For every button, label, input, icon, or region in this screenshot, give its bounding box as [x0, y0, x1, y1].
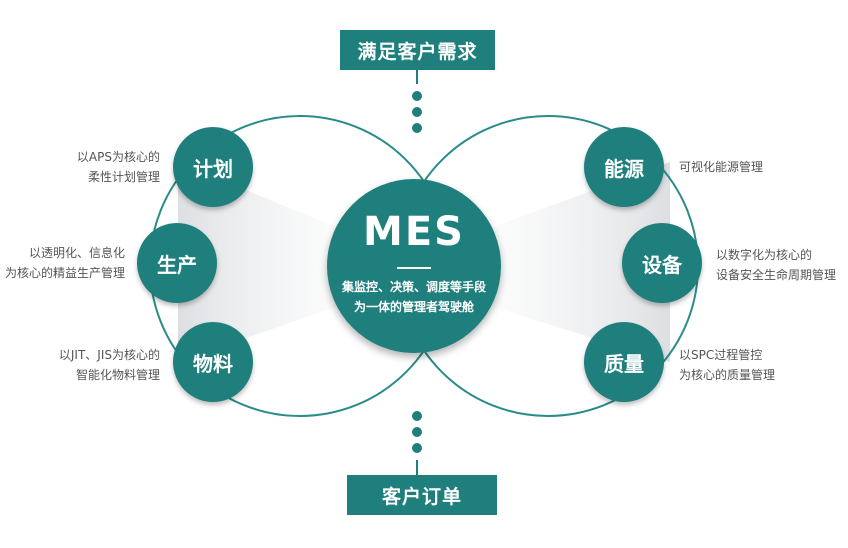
bottom-dot — [412, 443, 422, 453]
desc-production-line1: 以透明化、信息化 — [28, 246, 125, 260]
mes-description-line1: 集监控、决策、调度等手段 — [341, 280, 486, 294]
desc-quality-line1: 以SPC过程管控 — [679, 348, 763, 362]
node-production: 生产 — [137, 223, 217, 303]
mes-divider — [397, 267, 431, 269]
left-gray-wedge — [178, 162, 338, 362]
mes-center-circle: MES 集监控、决策、调度等手段 为一体的管理者驾驶舱 — [327, 179, 501, 353]
node-energy: 能源 — [584, 127, 664, 207]
customer-order-box: 客户订单 — [347, 475, 497, 515]
mes-title: MES — [363, 209, 465, 255]
desc-material-line1: 以JIT、JIS为核心的 — [58, 348, 160, 362]
desc-equipment-line2: 设备安全生命周期管理 — [716, 268, 837, 282]
desc-plan-line1: 以APS为核心的 — [76, 150, 160, 164]
desc-material-line2: 智能化物料管理 — [75, 368, 160, 382]
mes-description-line2: 为一体的管理者驾驶舱 — [353, 300, 474, 314]
desc-energy: 可视化能源管理 — [679, 157, 763, 177]
desc-production-line2: 为核心的精益生产管理 — [4, 266, 125, 280]
desc-energy-line1: 可视化能源管理 — [679, 160, 764, 174]
desc-production: 以透明化、信息化 为核心的精益生产管理 — [5, 243, 125, 283]
desc-quality-line2: 为核心的质量管理 — [679, 368, 776, 382]
top-dot — [412, 123, 422, 133]
node-material: 物料 — [173, 322, 253, 402]
desc-plan-line2: 柔性计划管理 — [87, 170, 160, 184]
node-equipment: 设备 — [622, 223, 702, 303]
node-quality: 质量 — [584, 322, 664, 402]
desc-equipment-line1: 以数字化为核心的 — [716, 248, 813, 262]
customer-demand-box: 满足客户需求 — [340, 30, 495, 70]
node-plan: 计划 — [173, 127, 253, 207]
top-dot — [412, 107, 422, 117]
bottom-dot — [412, 411, 422, 421]
desc-material: 以JIT、JIS为核心的 智能化物料管理 — [59, 345, 160, 385]
desc-quality: 以SPC过程管控 为核心的质量管理 — [679, 345, 775, 385]
right-gray-wedge — [490, 162, 670, 362]
desc-plan: 以APS为核心的 柔性计划管理 — [77, 147, 160, 187]
top-dot — [412, 91, 422, 101]
bottom-dot — [412, 427, 422, 437]
desc-equipment: 以数字化为核心的 设备安全生命周期管理 — [716, 245, 836, 285]
